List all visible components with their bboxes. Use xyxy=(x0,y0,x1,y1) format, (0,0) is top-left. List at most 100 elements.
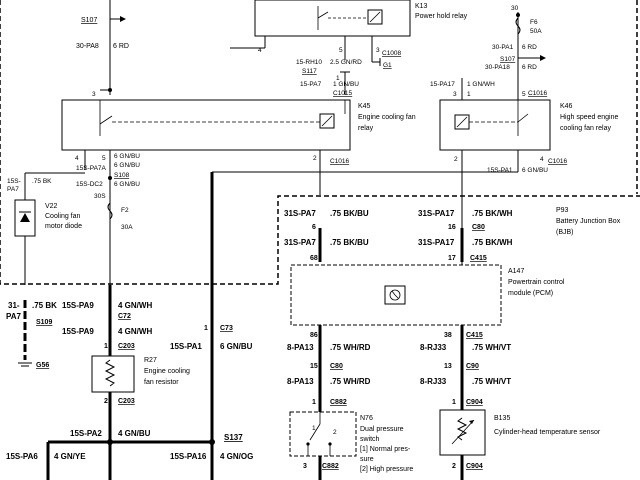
k46-name-line2: cooling fan relay xyxy=(560,125,611,132)
pcm-row1-wire-left: .75 WH/RD xyxy=(330,343,371,352)
n76-name-line1: Dual pressure xyxy=(360,426,404,433)
pa7a-code: 15S-PA7A xyxy=(76,165,107,172)
pa1-bottom-wire: 6 GN/BU xyxy=(220,342,253,351)
bjb-row1-wire-right: .75 BK/WH xyxy=(472,209,513,218)
c904-pin: 1 xyxy=(452,399,456,406)
k45-relay-box xyxy=(61,99,351,151)
bjb-row2-pin-left: 68 xyxy=(310,255,318,262)
k13-pin-5: 5 xyxy=(339,47,343,54)
pa8-code-label: 30-PA8 xyxy=(76,43,99,50)
pa8-wire-label: 6 RD xyxy=(113,43,129,50)
pa9-code: 15S-PA9 xyxy=(62,301,94,310)
pa18-code: 30-PA18 xyxy=(485,64,510,71)
k13-pin-4: 4 xyxy=(258,47,262,54)
f2-rating: 30A xyxy=(121,224,133,231)
b135-id: B135 xyxy=(494,415,510,422)
k45-pin-3: 3 xyxy=(92,91,96,98)
c882-connector: C882 xyxy=(330,399,347,406)
pa9-wire-2: 4 GN/WH xyxy=(118,327,152,336)
c904-connector: C904 xyxy=(466,399,483,406)
k45-pin-4: 4 xyxy=(75,155,79,162)
pa6-code: 15S-PA6 xyxy=(6,452,38,461)
k46-id: K46 xyxy=(560,103,573,110)
k46-bottom-connector: C1016 xyxy=(548,158,568,165)
pcm-row1-conn-right: C415 xyxy=(466,332,483,339)
r27-connector: C203 xyxy=(118,398,135,405)
dc2-code: 15S-DC2 xyxy=(76,181,103,188)
c72-connector: C72 xyxy=(118,313,131,320)
k46-top-code: 15-PA17 xyxy=(430,81,455,88)
c203-pin: 1 xyxy=(104,343,108,350)
k45-top-code: 15-PA7 xyxy=(300,81,322,88)
k46-top-connector: C1016 xyxy=(528,90,548,97)
r27-name-line1: Engine cooling xyxy=(144,368,190,375)
f6-rating: 50A xyxy=(530,28,542,35)
s117-splice: S117 xyxy=(302,68,317,75)
n76-switch-box xyxy=(289,411,357,457)
bjb-row1-pin-left: 6 xyxy=(312,224,316,231)
pa1-wire: 6 RD xyxy=(522,44,537,51)
pa7a-wire: 6 GN/BU xyxy=(114,162,140,169)
v22-code-line2: PA7 xyxy=(7,186,19,193)
n76-id: N76 xyxy=(360,415,373,422)
k45-top-wire: 1 GN/BU xyxy=(333,81,359,88)
k13-id: K13 xyxy=(415,3,428,10)
a147-name-line2: module (PCM) xyxy=(508,290,553,297)
c73-connector: C73 xyxy=(220,325,233,332)
k46-top-wire: 1 GN/WH xyxy=(467,81,495,88)
pcm-row1-wire-right: .75 WH/VT xyxy=(472,343,511,352)
pcm-row2-conn-right: C90 xyxy=(466,363,479,370)
bjb-row1-pin-right: 16 xyxy=(448,224,456,231)
p93-name: Battery Junction Box xyxy=(556,218,621,225)
k46-pin-2: 2 xyxy=(454,156,458,163)
f6-input-label: 30 xyxy=(511,5,519,12)
dc2-wire: 6 GN/BU xyxy=(114,181,140,188)
s109-splice: S109 xyxy=(36,319,52,326)
s107-right: S107 xyxy=(500,56,516,63)
pcm-row2-code-left: 8-PA13 xyxy=(287,377,314,386)
pcm-row1-code-right: 8-RJ33 xyxy=(420,343,447,352)
bjb-row1-code-left: 31S-PA7 xyxy=(284,209,316,218)
v22-name-line1: Cooling fan xyxy=(45,213,81,220)
k46-bottom-wire: 6 GN/BU xyxy=(522,167,548,174)
n76-name-line2: switch xyxy=(360,436,380,443)
v22-id: V22 xyxy=(45,203,58,210)
pa6-wire: 4 GN/YE xyxy=(54,452,86,461)
k45-pin-1: 1 xyxy=(336,75,340,82)
pa9-wire: 4 GN/WH xyxy=(118,301,152,310)
f6-id: F6 xyxy=(530,19,538,26)
k45-top-connector: C1015 xyxy=(333,90,353,97)
bjb-row2-wire-right: .75 BK/WH xyxy=(472,238,513,247)
k13-relay-box xyxy=(254,0,411,37)
r27-id: R27 xyxy=(144,357,157,364)
v22-code-line1: 15S- xyxy=(7,178,21,185)
r27-name-line2: fan resistor xyxy=(144,379,179,386)
k45-name-line2: relay xyxy=(358,125,374,132)
bjb-row1-code-right: 31S-PA17 xyxy=(418,209,455,218)
pcm-row2-conn-left: C80 xyxy=(330,363,343,370)
k45-pin-5: 5 xyxy=(102,155,106,162)
k13-name: Power hold relay xyxy=(415,13,468,20)
a147-name-line1: Powertrain control xyxy=(508,279,565,286)
k46-pin-4: 4 xyxy=(540,156,544,163)
s137-splice: S137 xyxy=(224,433,243,442)
c882-bottom-pin: 3 xyxy=(303,463,307,470)
bjb-row2-code-right: 31S-PA17 xyxy=(418,238,455,247)
pa18-wire: 6 RD xyxy=(522,64,537,71)
f2-input-label: 30S xyxy=(94,193,106,200)
n76-name-line5: [2] High pressure xyxy=(360,466,413,473)
s107-splice-label: S107 xyxy=(81,17,97,24)
k13-pin-3: 3 xyxy=(376,47,380,54)
pcm-row2-code-right: 8-RJ33 xyxy=(420,377,447,386)
g56-ground: G56 xyxy=(36,362,49,369)
pa16-code: 15S-PA16 xyxy=(170,452,207,461)
pa2-wire: 4 GN/BU xyxy=(118,429,151,438)
bjb-row1-wire-left: .75 BK/BU xyxy=(330,209,369,218)
k45-pin5-wire: 6 GN/BU xyxy=(114,153,140,160)
k45-bottom-connector: C1016 xyxy=(330,158,350,165)
v22-name-line2: motor diode xyxy=(45,223,82,230)
pcm-row2-pin-right: 13 xyxy=(444,363,452,370)
k45-name-line1: Engine cooling fan xyxy=(358,114,416,121)
p93-id: P93 xyxy=(556,207,569,214)
k45-id: K45 xyxy=(358,103,371,110)
